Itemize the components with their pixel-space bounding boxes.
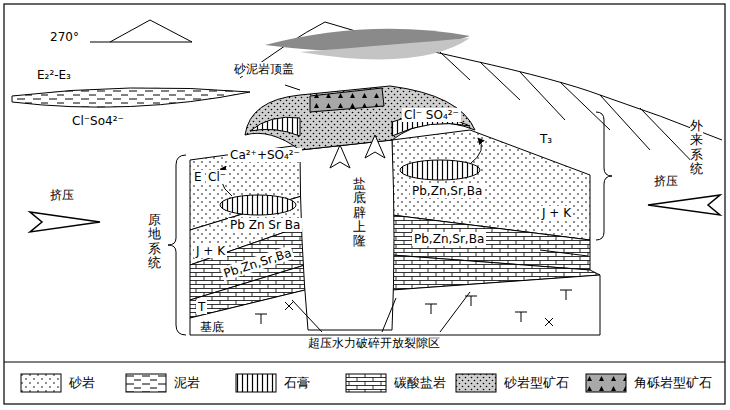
legend-text: 碳酸盐岩 [394, 374, 446, 392]
mudstone-lens [12, 88, 250, 107]
salt-diapir [300, 140, 394, 330]
migration-arrows [285, 85, 300, 90]
ore-label: Pb Zn Sr Ba [228, 218, 302, 232]
salt-diapir [365, 135, 385, 158]
salt-diapir [245, 86, 475, 150]
compression-arrows [30, 195, 720, 232]
basement-label: 基底 [198, 320, 226, 334]
orientation-mark [90, 42, 192, 43]
allochthonous-strata [400, 160, 480, 180]
formation-label: E [192, 170, 204, 184]
frame [4, 4, 725, 404]
legend-swatch [585, 373, 627, 393]
formation-label: J + K [194, 244, 227, 258]
legend-text: 石膏 [284, 374, 310, 392]
legend-item: 角砾岩型矿石 [585, 373, 712, 393]
orientation-mark [110, 20, 192, 42]
ion-label: Cl⁻So4²⁻ [70, 114, 126, 128]
legend-swatch [456, 374, 496, 392]
braces [168, 155, 186, 335]
ion-label: Ca²⁺+SO₄²⁻ [228, 148, 302, 162]
in-situ-strata [220, 195, 296, 215]
legend-item: 砂岩 [20, 373, 95, 393]
braces [168, 112, 612, 335]
salt-diapir [245, 86, 475, 330]
orientation-mark [90, 20, 192, 42]
formation-label: J + K [540, 206, 573, 220]
fracture-label: 超压水力破碎开放裂隙区 [306, 336, 442, 350]
ore-label: Pb,Zn,Sr,Ba [412, 232, 486, 246]
ore-label: Pb,Zn,Sr,Ba [410, 184, 484, 198]
legend-item: 砂岩型矿石 [455, 373, 569, 393]
in-situ-strata [190, 145, 305, 318]
formation-label: T₃ [538, 132, 554, 146]
bearing-label: 270° [48, 30, 81, 44]
ion-label: Cl⁻ SO₄²⁻ [402, 108, 461, 122]
fracture-leaders [440, 292, 470, 332]
salt-diapir [310, 88, 384, 112]
braces [596, 112, 612, 240]
salt-diapir [250, 117, 300, 136]
legend-text: 泥岩 [174, 374, 200, 392]
salt-diapir [330, 145, 350, 168]
legend-item: 石膏 [235, 373, 310, 393]
legend-swatch [345, 373, 387, 393]
legend-item: 泥岩 [125, 373, 200, 393]
legend-swatch [236, 374, 276, 392]
basement [190, 275, 600, 335]
mudstone-lens [12, 88, 250, 107]
formation-label: T [196, 300, 207, 314]
legend-swatch [346, 374, 386, 392]
legend-swatch [21, 374, 61, 392]
diapir-label: 盐底辟上隆 [353, 176, 366, 249]
legend-swatch [125, 373, 167, 393]
frame [4, 4, 725, 404]
frame [4, 362, 725, 363]
legend-text: 砂岩 [69, 374, 95, 392]
fracture-leaders [292, 300, 322, 332]
basement [190, 275, 600, 335]
fracture-leaders [382, 298, 396, 332]
legend-swatch [455, 373, 497, 393]
legend-swatch [586, 374, 626, 392]
ion-label: Cl⁻ [206, 170, 228, 184]
stress-label: 挤压 [48, 188, 76, 202]
basement [255, 290, 572, 326]
legend-swatch [20, 373, 62, 393]
legend-swatch [126, 374, 166, 392]
compression-arrows [648, 195, 720, 215]
legend-swatch [235, 373, 277, 393]
cap-label: 砂泥岩顶盖 [232, 62, 296, 76]
legend-text: 角砾岩型矿石 [634, 374, 712, 392]
formation-label: E₂²-E₃ [35, 68, 73, 82]
system-label: 外来系统 [690, 118, 703, 177]
stress-label: 挤压 [652, 174, 680, 188]
legend-text: 砂岩型矿石 [504, 374, 569, 392]
system-label: 原地系统 [148, 212, 161, 271]
compression-arrows [30, 212, 100, 232]
legend-item: 碳酸盐岩 [345, 373, 446, 393]
migration-arrows [470, 138, 482, 164]
migration-arrows [221, 85, 481, 196]
fracture-leaders [292, 292, 470, 332]
